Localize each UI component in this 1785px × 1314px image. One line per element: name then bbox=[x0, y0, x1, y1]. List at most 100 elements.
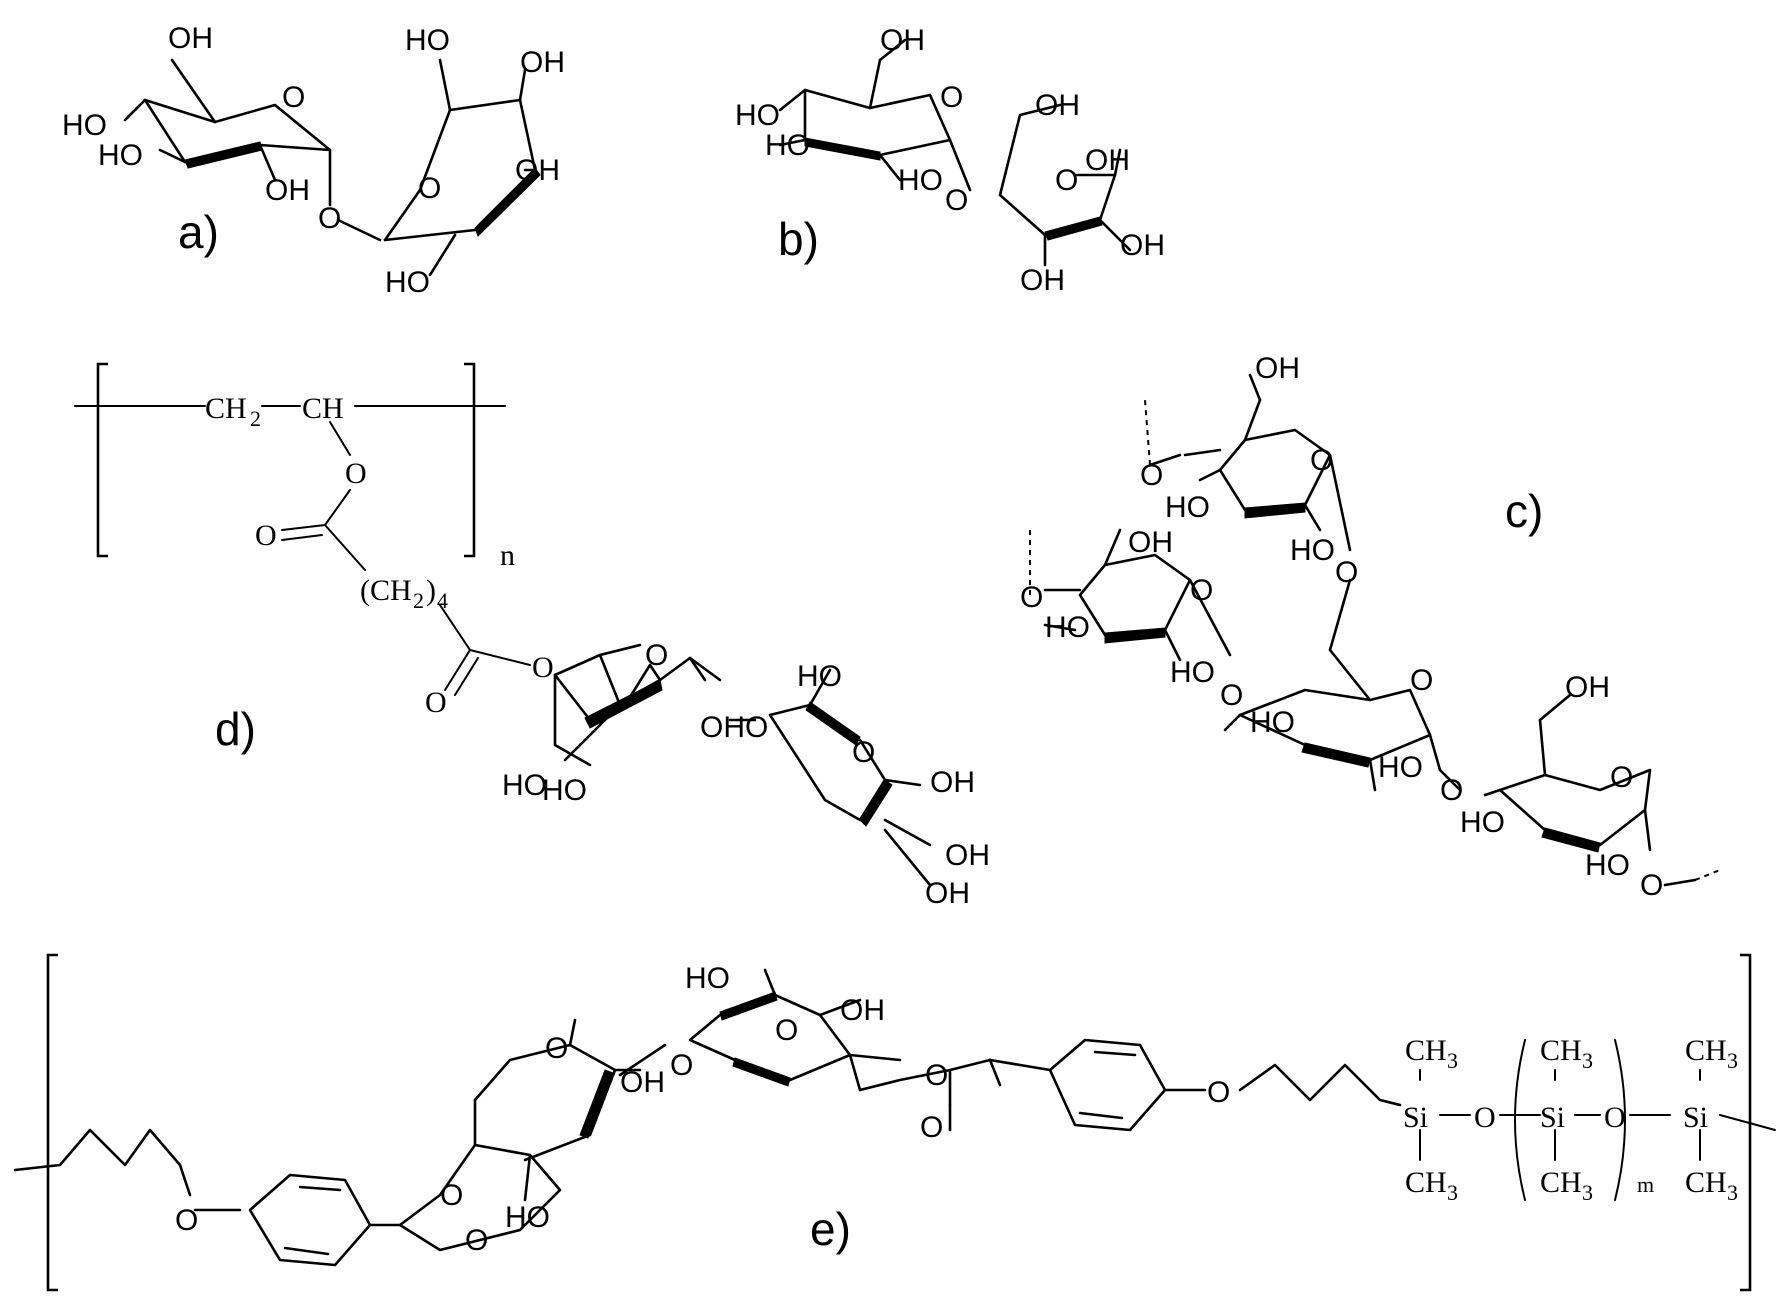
atom-label: O bbox=[1474, 1101, 1496, 1134]
atom-label: O bbox=[532, 651, 554, 684]
structure-b: OH HO HO HO O O OH O OH OH OH b) bbox=[735, 24, 1165, 297]
atom-label: 3 bbox=[1727, 1048, 1738, 1073]
atom-label: O bbox=[925, 1059, 948, 1092]
atom-label: O bbox=[1020, 581, 1043, 614]
atom-label: OH bbox=[1035, 89, 1080, 122]
atom-label: Si bbox=[1403, 1101, 1428, 1134]
atom-label: 3 bbox=[1582, 1048, 1593, 1073]
atom-label: O bbox=[255, 519, 277, 552]
atom-label: HO bbox=[1250, 706, 1295, 739]
atom-label: O bbox=[545, 1032, 568, 1065]
atom-label: m bbox=[1637, 1172, 1654, 1197]
atom-label: O bbox=[775, 1014, 798, 1047]
atom-label: 4 bbox=[437, 588, 448, 613]
atom-label: HO bbox=[1378, 751, 1423, 784]
atom-label: O bbox=[920, 1111, 943, 1144]
atom-label: O bbox=[282, 81, 305, 114]
atom-label: OH bbox=[1085, 144, 1130, 177]
atom-label: HO bbox=[898, 164, 943, 197]
atom-label: HO bbox=[98, 139, 143, 172]
atom-label: HO bbox=[765, 129, 810, 162]
atom-label: HO bbox=[735, 99, 780, 132]
atom-label: 3 bbox=[1582, 1180, 1593, 1205]
atom-label: O bbox=[1610, 761, 1633, 794]
atom-label: CH bbox=[1405, 1166, 1447, 1199]
atom-label: CH bbox=[1405, 1034, 1447, 1067]
atom-label: CH bbox=[1685, 1034, 1727, 1067]
atom-label: O bbox=[852, 736, 875, 769]
atom-label: O bbox=[945, 184, 968, 217]
atom-label: HO bbox=[502, 769, 547, 802]
atom-label: OH bbox=[700, 711, 745, 744]
atom-label: O bbox=[1410, 664, 1433, 697]
panel-label-a: a) bbox=[178, 206, 219, 258]
structure-d: CH 2 CH O O (CH 2 ) 4 O O n O OH HO HO bbox=[74, 362, 990, 910]
atom-label: O bbox=[645, 639, 668, 672]
atom-label: O bbox=[745, 711, 768, 744]
atom-label: HO bbox=[542, 774, 587, 807]
atom-label: HO bbox=[505, 1201, 550, 1234]
structure-a: OH HO HO OH O O O HO OH OH HO a) bbox=[62, 22, 565, 299]
atom-label: HO bbox=[1045, 611, 1090, 644]
atom-label: OH bbox=[620, 1066, 665, 1099]
atom-label: O bbox=[1207, 1076, 1230, 1109]
atom-label: O bbox=[175, 1204, 198, 1237]
atom-label: O bbox=[1640, 869, 1663, 902]
atom-label: HO bbox=[1585, 849, 1630, 882]
atom-label: OH bbox=[1128, 526, 1173, 559]
atom-label: OH bbox=[1565, 671, 1610, 704]
structure-e: O O O HO O OH O HO O OH O O O CH 3 Si CH… bbox=[13, 953, 1776, 1292]
atom-label: O bbox=[318, 202, 341, 235]
structure-c: OH O O HO HO O OH O O HO HO O O HO HO O … bbox=[1020, 352, 1721, 902]
atom-label: HO bbox=[1170, 656, 1215, 689]
atom-label: 2 bbox=[250, 406, 261, 431]
panel-label-c: c) bbox=[1505, 485, 1543, 537]
atom-label: HO bbox=[1290, 534, 1335, 567]
atom-label: OH bbox=[840, 994, 885, 1027]
atom-label: O bbox=[940, 81, 963, 114]
atom-label: O bbox=[670, 1049, 693, 1082]
atom-label: OH bbox=[265, 174, 310, 207]
atom-label: OH bbox=[925, 877, 970, 910]
atom-label: O bbox=[425, 686, 447, 719]
atom-label: HO bbox=[385, 266, 430, 299]
atom-label: HO bbox=[62, 109, 107, 142]
atom-label: OH bbox=[1020, 264, 1065, 297]
atom-label: OH bbox=[930, 766, 975, 799]
atom-label: O bbox=[1604, 1101, 1626, 1134]
atom-label: OH bbox=[520, 46, 565, 79]
atom-label: OH bbox=[1120, 229, 1165, 262]
atom-label: 3 bbox=[1447, 1048, 1458, 1073]
atom-label: 2 bbox=[413, 588, 424, 613]
atom-label: O bbox=[1440, 774, 1463, 807]
atom-label: 3 bbox=[1447, 1180, 1458, 1205]
atom-label: CH bbox=[1540, 1166, 1582, 1199]
atom-label: O bbox=[465, 1224, 488, 1257]
atom-label: (CH bbox=[360, 574, 412, 607]
panel-label-d: d) bbox=[215, 703, 256, 755]
atom-label: O bbox=[1310, 444, 1333, 477]
atom-label: O bbox=[440, 1179, 463, 1212]
atom-label: ) bbox=[426, 574, 436, 607]
atom-label: HO bbox=[405, 24, 450, 57]
atom-label: n bbox=[500, 539, 515, 572]
atom-label: CH bbox=[302, 392, 344, 425]
atom-label: HO bbox=[797, 660, 842, 693]
atom-label: CH bbox=[205, 392, 247, 425]
atom-label: O bbox=[1140, 459, 1163, 492]
atom-label: Si bbox=[1540, 1101, 1565, 1134]
atom-label: OH bbox=[515, 154, 560, 187]
atom-label: O bbox=[1220, 679, 1243, 712]
atom-label: CH bbox=[1540, 1034, 1582, 1067]
atom-label: HO bbox=[1460, 806, 1505, 839]
atom-label: CH bbox=[1685, 1166, 1727, 1199]
atom-label: OH bbox=[1255, 352, 1300, 385]
atom-label: HO bbox=[685, 962, 730, 995]
atom-label: OH bbox=[168, 22, 213, 55]
atom-label: O bbox=[418, 172, 441, 205]
atom-label: OH bbox=[880, 24, 925, 57]
atom-label: O bbox=[345, 457, 367, 490]
atom-label: 3 bbox=[1727, 1180, 1738, 1205]
atom-label: HO bbox=[1165, 491, 1210, 524]
